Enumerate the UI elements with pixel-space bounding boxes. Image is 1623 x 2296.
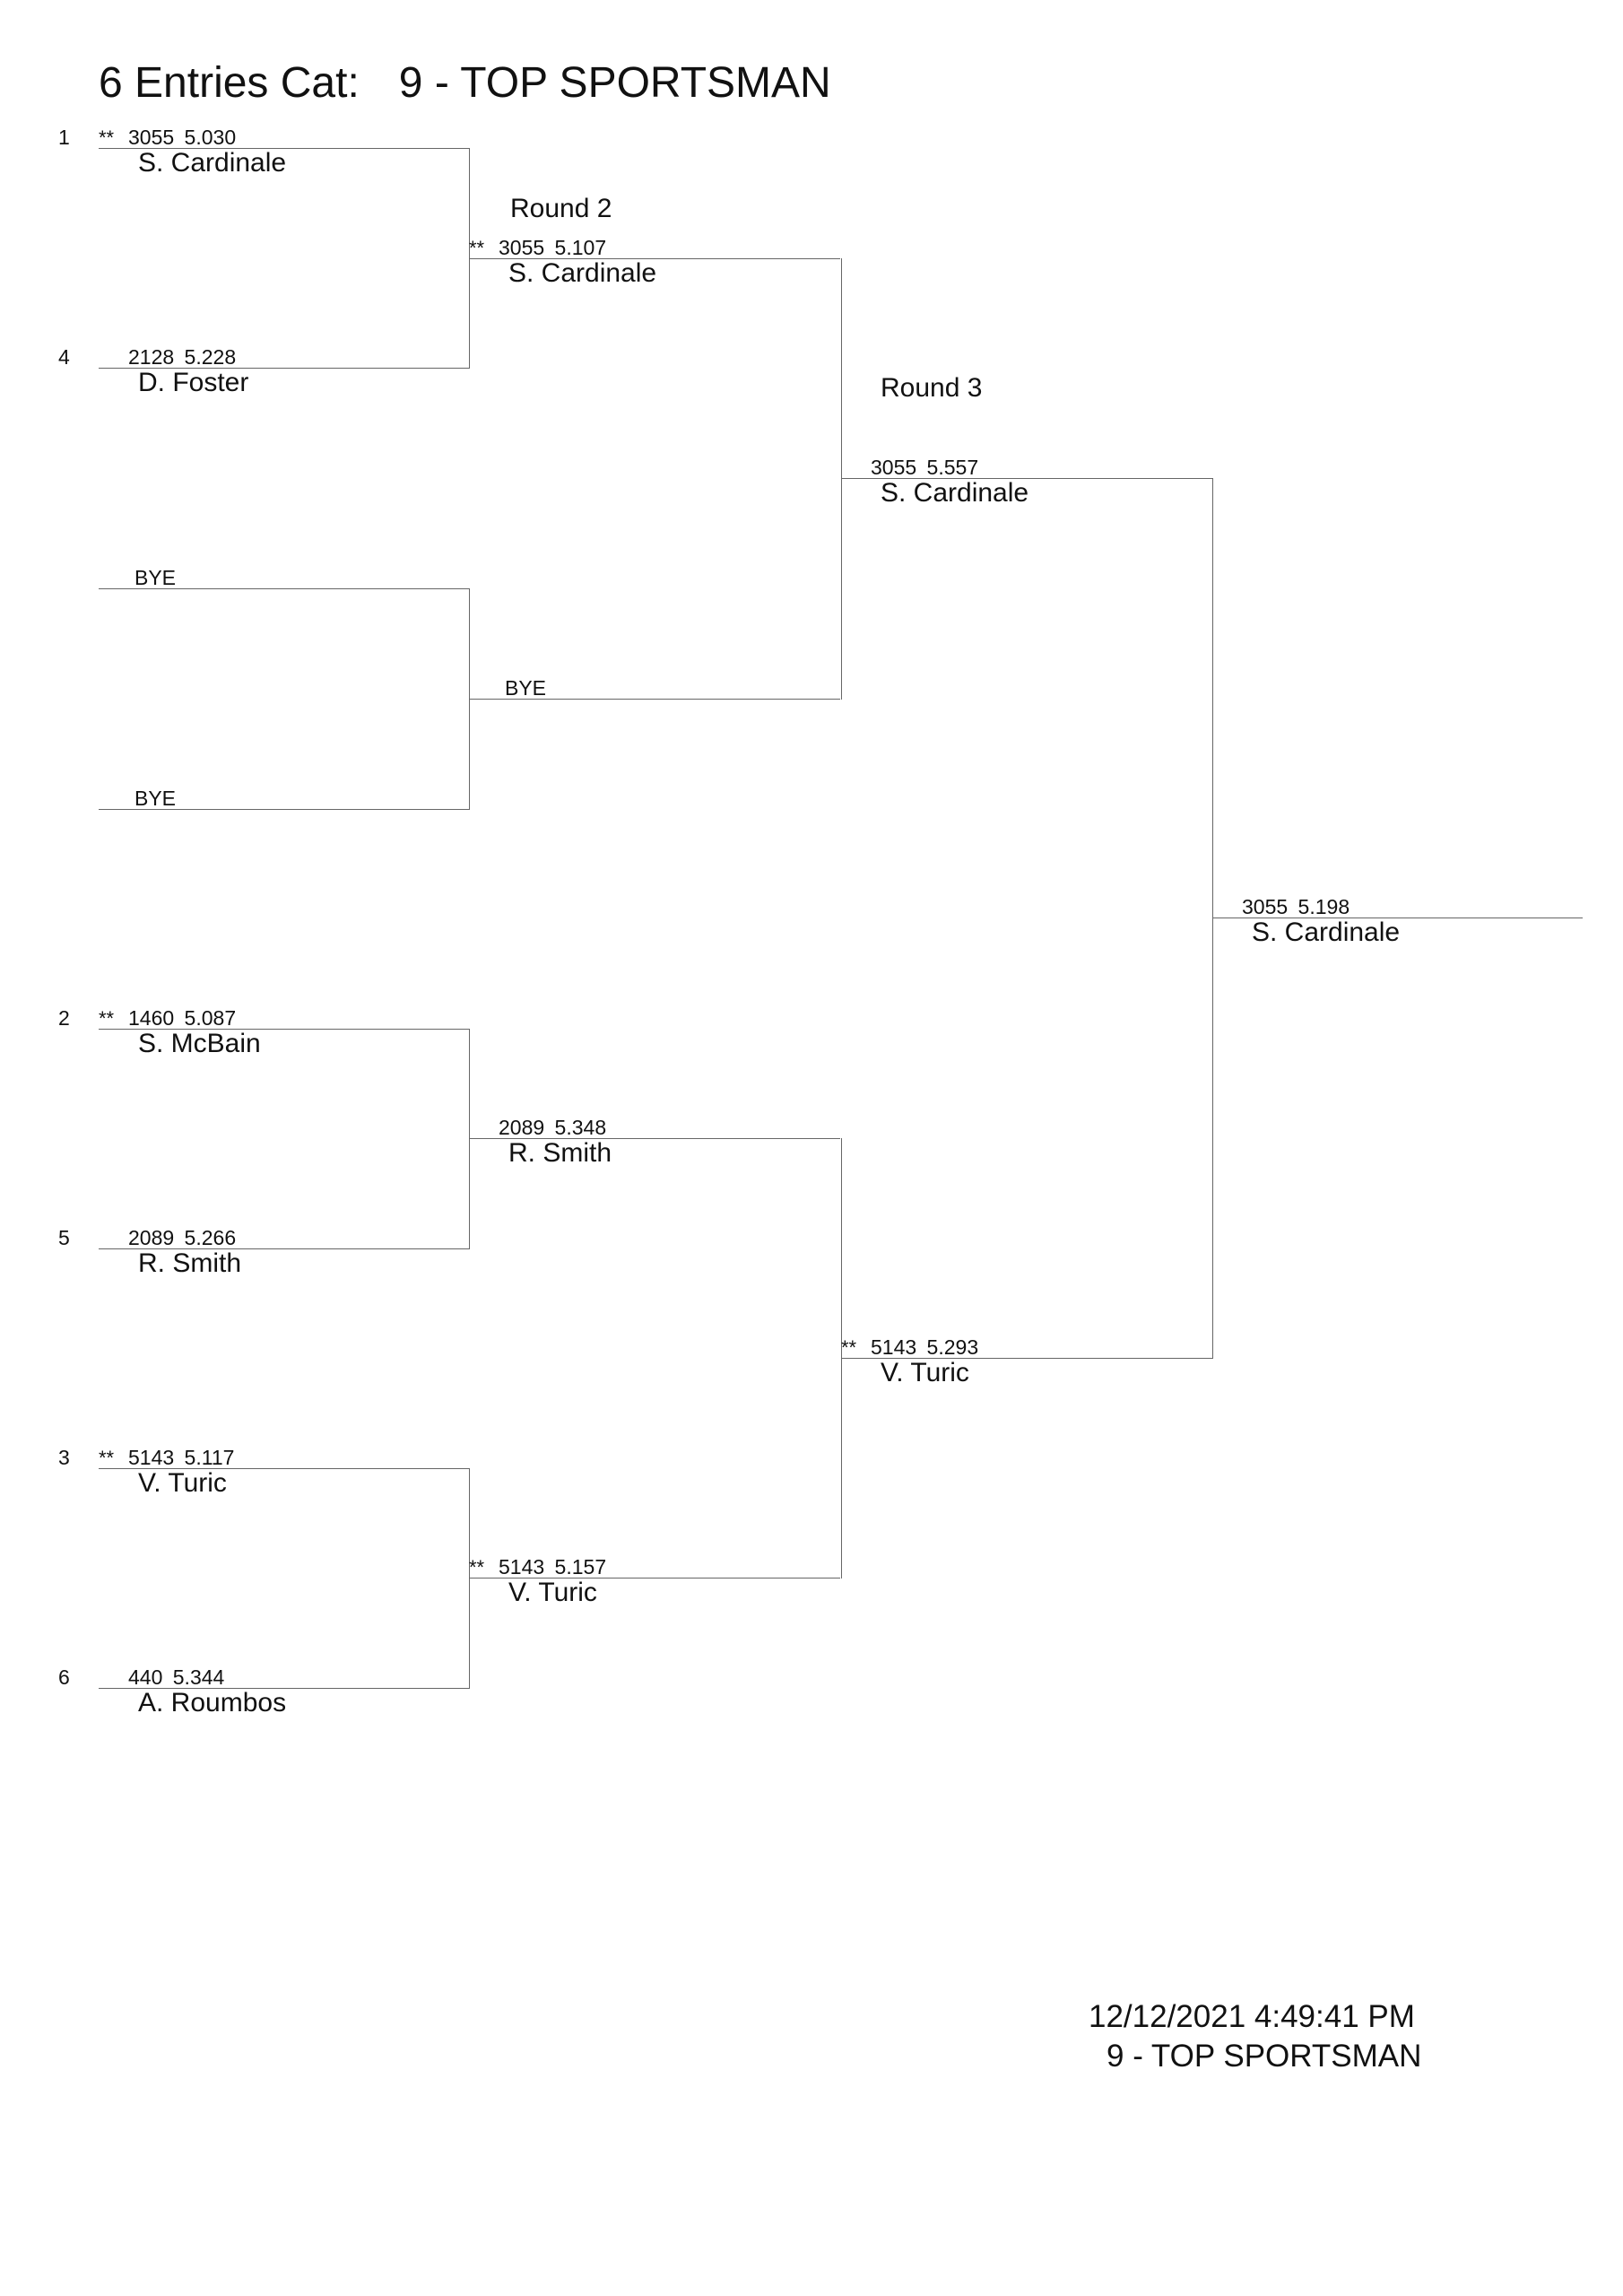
car-number-and-time: 5143 5.117 (128, 1446, 235, 1469)
bye-label: BYE (505, 676, 547, 700)
bracket-slot-round2: ** 3055 5.107 S. Cardinale (469, 237, 840, 288)
racer-name: V. Turic (138, 1468, 227, 1498)
bye-label: BYE (135, 787, 177, 810)
page-title: 6 Entries Cat: 9 - TOP SPORTSMAN (99, 59, 831, 108)
bracket-slot-round1: BYE (99, 787, 470, 810)
winner-marker: ** (469, 1556, 485, 1578)
seed-number: 2 (58, 1006, 70, 1030)
racer-name: S. McBain (138, 1029, 261, 1058)
bracket-slot-round2: 2089 5.348 R. Smith (469, 1117, 840, 1168)
round-2-label: Round 2 (510, 194, 612, 223)
racer-name: R. Smith (138, 1248, 242, 1278)
seed-number: 3 (58, 1446, 70, 1469)
car-number-and-time: 2089 5.348 (499, 1116, 607, 1139)
racer-name: S. Cardinale (508, 258, 657, 288)
round-3-label: Round 3 (881, 373, 983, 403)
bracket-slot-round1: 5 2089 5.266 R. Smith (58, 1227, 470, 1278)
bracket-slot-round3: 3055 5.557 S. Cardinale (841, 457, 1212, 508)
bracket-slot-round1: 2 ** 1460 5.087 S. McBain (58, 1007, 470, 1058)
racer-name: V. Turic (508, 1578, 597, 1607)
winner-marker: ** (99, 126, 115, 149)
winner-name: S. Cardinale (1252, 918, 1401, 947)
category-title: 9 - TOP SPORTSMAN (398, 59, 831, 107)
bracket-slot-round1: 3 ** 5143 5.117 V. Turic (58, 1447, 470, 1498)
seed-number: 1 (58, 126, 70, 149)
racer-name: R. Smith (508, 1138, 612, 1168)
winner-marker: ** (469, 237, 485, 259)
winner-marker: ** (99, 1007, 115, 1030)
bracket-slot-round1: 6 440 5.344 A. Roumbos (58, 1666, 470, 1718)
seed-number: 4 (58, 345, 70, 369)
bracket-connector (469, 1029, 470, 1249)
car-number-and-time: 5143 5.157 (499, 1555, 607, 1578)
bye-label: BYE (135, 566, 177, 589)
racer-name: S. Cardinale (881, 478, 1029, 508)
bracket-connector (1212, 478, 1213, 1359)
bracket-connector (469, 1468, 470, 1689)
car-number-and-time: 2128 5.228 (128, 345, 237, 369)
bracket-slot-round1: 4 2128 5.228 D. Foster (58, 346, 470, 397)
racer-name: D. Foster (138, 368, 249, 397)
print-timestamp: 12/12/2021 4:49:41 PM (1089, 1999, 1415, 2034)
bracket-slot-round1: BYE (99, 567, 470, 589)
racer-name: S. Cardinale (138, 148, 287, 178)
racer-name: V. Turic (881, 1358, 969, 1387)
seed-number: 5 (58, 1226, 70, 1249)
car-number-and-time: 3055 5.030 (128, 126, 237, 149)
winner-marker: ** (841, 1336, 857, 1359)
car-number-and-time: 5143 5.293 (871, 1335, 979, 1359)
car-number-and-time: 3055 5.557 (871, 456, 979, 479)
bracket-slot-round1: 1 ** 3055 5.030 S. Cardinale (58, 126, 470, 178)
entries-label: 6 Entries Cat: (99, 59, 360, 107)
car-number-and-time: 2089 5.266 (128, 1226, 237, 1249)
bracket-slot-round2: BYE (469, 677, 840, 700)
car-number-and-time: 3055 5.107 (499, 236, 607, 259)
footer-category: 9 - TOP SPORTSMAN (1107, 2039, 1422, 2074)
winner-marker: ** (99, 1447, 115, 1469)
bracket-slot-round3: ** 5143 5.293 V. Turic (841, 1336, 1212, 1387)
car-number-and-time: 3055 5.198 (1242, 895, 1350, 918)
seed-number: 6 (58, 1665, 70, 1689)
car-number-and-time: 1460 5.087 (128, 1006, 237, 1030)
car-number-and-time: 440 5.344 (128, 1665, 225, 1689)
racer-name: A. Roumbos (138, 1688, 287, 1718)
bracket-connector (841, 258, 842, 700)
